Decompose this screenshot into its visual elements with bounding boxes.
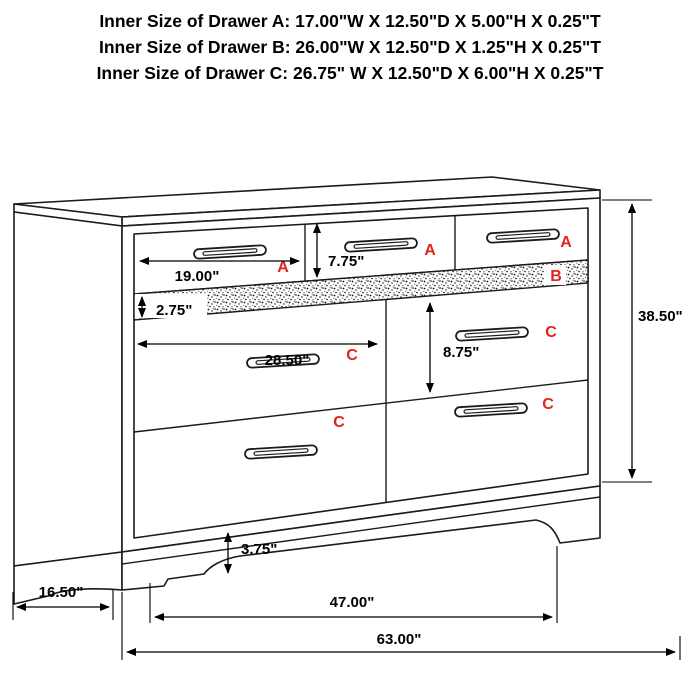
dimension-annotations: 19.00" 7.75" 2.75" 28.50" 8.75" 3.75" 38… — [12, 199, 683, 660]
size-note-line-b: Inner Size of Drawer B: 26.00"W X 12.50"… — [99, 37, 601, 57]
dim-label-drawer-b-height: 2.75" — [156, 302, 192, 319]
label-b-height-background — [135, 294, 207, 318]
drawer-c-right-row2-label: C — [542, 396, 554, 413]
drawer-handle-icon — [486, 228, 560, 244]
size-note-line-a: Inner Size of Drawer A: 17.00"W X 12.50"… — [99, 11, 601, 31]
base-molding-line — [121, 496, 601, 565]
label-b-background — [544, 265, 566, 285]
glitter-strip-drawer-b — [133, 259, 589, 321]
dim-label-feet-span: 47.00" — [330, 594, 375, 611]
drawer-a3-label: A — [560, 234, 572, 251]
drawer-row-c-divider — [133, 379, 589, 433]
drawer-handle-icon — [454, 402, 528, 418]
front-base-skirt-feet — [121, 485, 601, 591]
drawer-c-right-row1-label: C — [545, 324, 557, 341]
drawer-c-left-row1-label: C — [346, 347, 358, 364]
size-note: Inner Size of Drawer A: 17.00"W X 12.50"… — [0, 8, 700, 86]
side-panel — [13, 211, 123, 567]
dim-label-drawer-a-width: 19.00" — [175, 268, 220, 285]
drawer-b-label: B — [550, 268, 562, 285]
dim-label-overall-width: 63.00" — [377, 631, 422, 648]
drawer-handle-icon — [193, 244, 267, 260]
drawer-letter-labels: A A A B C C C C — [277, 234, 572, 431]
size-note-line-c: Inner Size of Drawer C: 26.75" W X 12.50… — [96, 63, 604, 83]
drawer-handle-icon — [344, 237, 418, 253]
dim-label-base-height: 3.75" — [241, 541, 277, 558]
drawer-handle-icon — [246, 353, 320, 369]
drawer-a2-label: A — [424, 242, 436, 259]
drawer-handle-icon — [244, 444, 318, 460]
dim-label-drawer-c-height: 8.75" — [443, 344, 479, 361]
drawer-c-left-row2-label: C — [333, 414, 345, 431]
drawer-handle-icon — [455, 326, 529, 342]
dim-label-overall-height: 38.50" — [638, 308, 683, 325]
dim-label-depth: 16.50" — [39, 584, 84, 601]
drawer-handles — [193, 228, 560, 460]
dim-label-drawer-c-width: 28.50" — [265, 352, 310, 369]
dresser-cabinet — [13, 176, 601, 605]
dim-label-drawer-a-height: 7.75" — [328, 253, 364, 270]
